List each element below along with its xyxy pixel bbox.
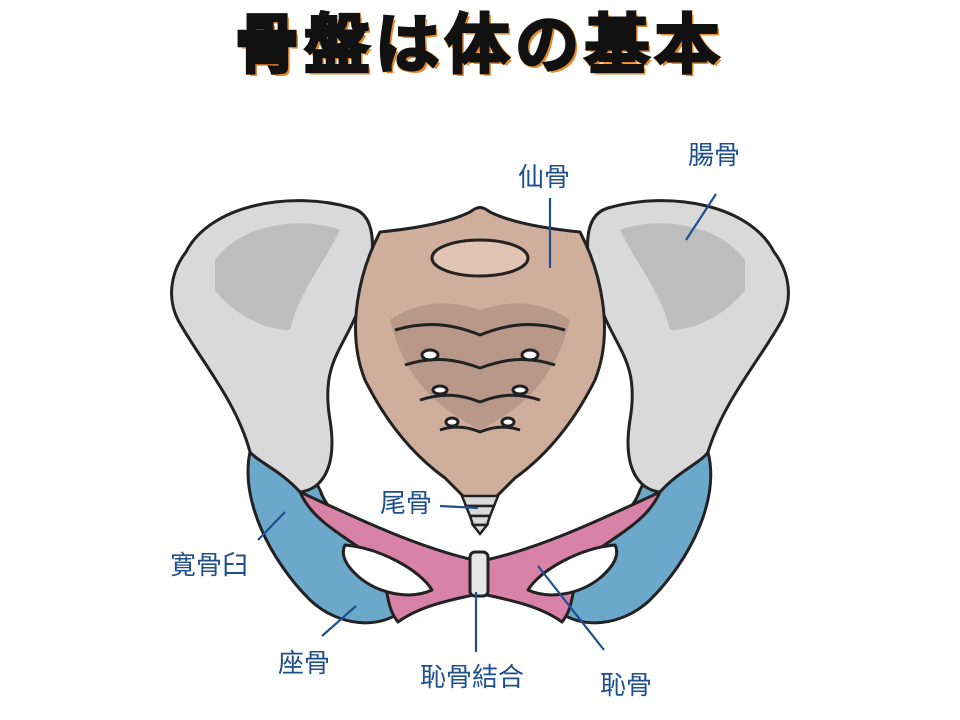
sacrum-shape — [354, 206, 606, 500]
coccyx-shape — [460, 494, 500, 537]
ilium-leader — [685, 193, 717, 241]
coccyx-leader — [439, 504, 479, 510]
acetabulum-leader — [257, 511, 286, 541]
ischium-leader — [321, 605, 357, 637]
label-pubic-symphysis: 恥骨結合 — [420, 663, 524, 693]
label-pubis: 恥骨 — [600, 671, 652, 701]
left-hip-bone — [170, 199, 480, 625]
label-ischium: 座骨 — [278, 649, 330, 679]
label-acetabulum: 寛骨臼 — [170, 551, 248, 581]
label-sacrum: 仙骨 — [518, 163, 570, 193]
label-ilium: 腸骨 — [688, 141, 740, 171]
pubis-leader — [537, 565, 605, 651]
label-coccyx: 尾骨 — [380, 489, 432, 519]
page-title: 骨盤は体の基本 — [234, 8, 725, 85]
pubic-symphysis-shape — [468, 550, 490, 598]
